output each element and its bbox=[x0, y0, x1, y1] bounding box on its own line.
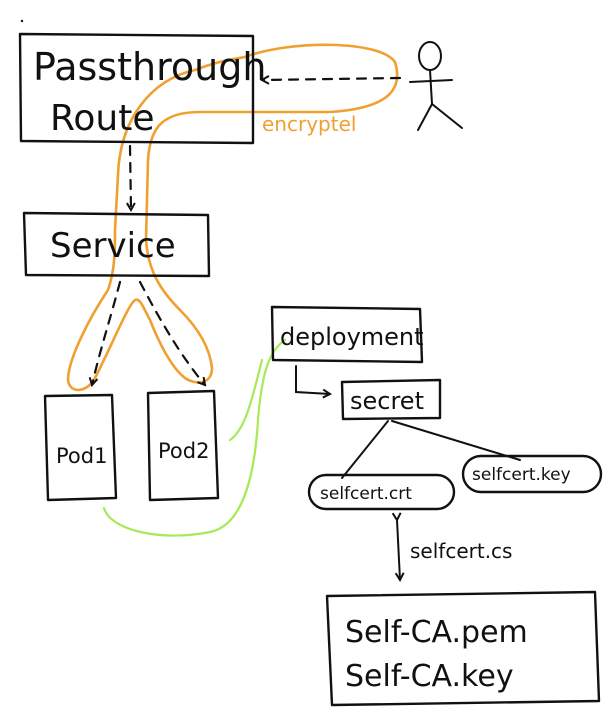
deployment-label: deployment bbox=[280, 323, 424, 351]
service-to-pod2-arrow bbox=[138, 280, 205, 385]
route-to-service-arrow bbox=[130, 144, 131, 210]
pod1-label: Pod1 bbox=[56, 444, 107, 468]
secret-mount-path bbox=[102, 338, 287, 537]
secret-node[interactable]: secret bbox=[340, 378, 442, 421]
service-to-pod1-arrow bbox=[92, 280, 122, 385]
selfcert-key-node[interactable]: selfcert.key bbox=[461, 454, 603, 494]
ca-label-line1: Self-CA.pem bbox=[345, 615, 528, 650]
selfcert-generation-arrow bbox=[397, 520, 400, 580]
passthrough-route-node[interactable]: Passthrough Route bbox=[18, 32, 266, 145]
selfcert-crt-node[interactable]: selfcert.crt bbox=[307, 473, 456, 511]
service-node[interactable]: Service bbox=[22, 211, 211, 278]
pod2-node[interactable]: Pod2 bbox=[146, 389, 220, 502]
pod1-node[interactable]: Pod1 bbox=[43, 393, 118, 502]
pod2-label: Pod2 bbox=[158, 439, 209, 463]
service-label: Service bbox=[50, 226, 176, 266]
generation-label: selfcert.cs bbox=[410, 539, 512, 563]
secret-to-crt-line bbox=[341, 420, 389, 479]
ca-label-line2: Self-CA.key bbox=[345, 659, 514, 694]
secret-label: secret bbox=[350, 387, 424, 415]
self-ca-node[interactable]: Self-CA.pem Self-CA.key bbox=[325, 590, 601, 707]
route-label-line1: Passthrough bbox=[33, 45, 266, 89]
key-label: selfcert.key bbox=[472, 465, 571, 485]
encrypted-traffic-path bbox=[66, 43, 399, 392]
client-to-route-arrow bbox=[262, 78, 402, 80]
crt-label: selfcert.crt bbox=[320, 484, 412, 504]
deployment-to-secret-arrow bbox=[295, 365, 330, 394]
user-icon bbox=[409, 41, 463, 131]
route-label-line2: Route bbox=[50, 98, 155, 139]
secret-to-key-line bbox=[391, 420, 521, 461]
stray-dot bbox=[20, 19, 24, 23]
deployment-node[interactable]: deployment bbox=[270, 305, 424, 364]
encrypted-label: encryptel bbox=[262, 112, 356, 136]
